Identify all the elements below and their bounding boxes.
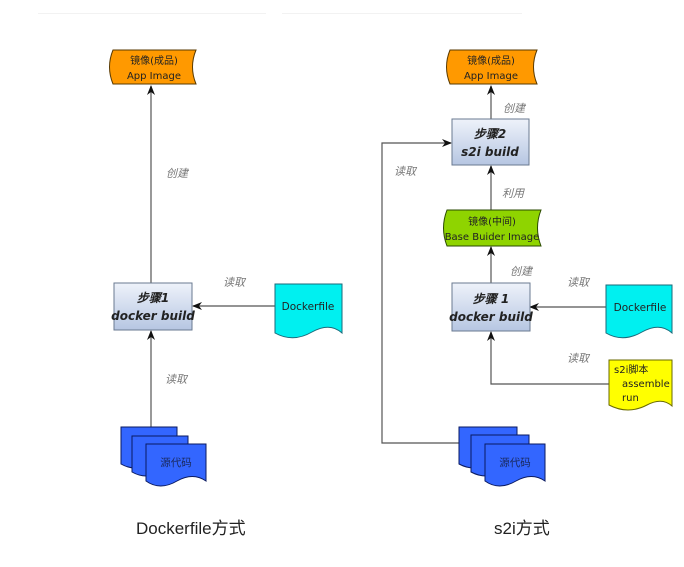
right-panel-border — [282, 13, 522, 14]
step2-node: 步骤2 s2i build — [451, 118, 530, 166]
app-image-label-en: App Image — [464, 71, 518, 82]
edge-label-read-source: 读取 — [165, 373, 189, 386]
step1-label-en: docker build — [449, 310, 533, 324]
s2i-script-label-run: run — [622, 393, 639, 404]
left-panel: 创建 读取 读取 镜像(成品) App Image 步骤1 docker bui… — [109, 49, 343, 487]
step1-label-cn: 步骤1 — [137, 291, 169, 305]
s2i-script-node: s2i脚本 assemble run — [608, 359, 673, 411]
edge-label-read-script: 读取 — [567, 352, 591, 365]
app-image-label-en: App Image — [127, 71, 181, 82]
step1-box — [113, 282, 193, 331]
edge-label-read-source: 读取 — [394, 165, 418, 178]
s2i-script-label-title: s2i脚本 — [614, 363, 648, 376]
source-code-label: 源代码 — [160, 456, 192, 469]
source-code-node: 源代码 — [458, 426, 546, 487]
edge-label-create-base: 创建 — [510, 265, 534, 278]
dockerfile-shape — [274, 283, 343, 339]
step2-label-en: s2i build — [461, 145, 519, 159]
step2-label-cn: 步骤2 — [474, 127, 506, 141]
edge-source-to-step2 — [381, 139, 459, 444]
base-image-shape — [443, 209, 542, 247]
app-image-shape — [109, 49, 197, 85]
source-code-label: 源代码 — [499, 456, 531, 469]
step1-node: 步骤 1 docker build — [449, 282, 533, 332]
edge-label-create: 创建 — [166, 167, 190, 180]
left-panel-border — [38, 13, 266, 14]
s2i-script-shape — [608, 359, 673, 411]
edge-label-use: 利用 — [502, 187, 525, 200]
app-image-label-cn: 镜像(成品) — [467, 54, 515, 67]
source-doc-front — [145, 443, 207, 487]
step1-node: 步骤1 docker build — [111, 282, 195, 331]
edge-label-create-app: 创建 — [503, 102, 527, 115]
dockerfile-shape — [605, 284, 673, 339]
left-caption: Dockerfile方式 — [136, 519, 246, 538]
edge-label-read-dockerfile: 读取 — [223, 276, 247, 289]
base-image-node: 镜像(中间) Base Buider Image — [443, 209, 542, 247]
app-image-node: 镜像(成品) App Image — [446, 49, 538, 85]
edge-label-read-dockerfile: 读取 — [567, 276, 591, 289]
step1-label-cn: 步骤 1 — [473, 292, 510, 306]
source-doc-front — [484, 443, 546, 487]
s2i-script-label-assemble: assemble — [622, 379, 670, 390]
dockerfile-label: Dockerfile — [282, 301, 335, 313]
step2-box — [451, 118, 530, 166]
step1-box — [451, 282, 531, 332]
step1-label-en: docker build — [111, 309, 195, 323]
dockerfile-node: Dockerfile — [274, 283, 343, 339]
app-image-node: 镜像(成品) App Image — [109, 49, 197, 85]
app-image-label-cn: 镜像(成品) — [130, 54, 178, 67]
right-panel: 创建 利用 创建 读取 读取 读取 镜像(成品) App Image 步骤2 s… — [381, 49, 673, 487]
dockerfile-label: Dockerfile — [614, 302, 667, 314]
base-image-label-en: Base Buider Image — [445, 232, 540, 243]
right-caption: s2i方式 — [494, 519, 550, 538]
base-image-label-cn: 镜像(中间) — [468, 215, 516, 228]
edge-s2i-script-to-step1 — [487, 331, 610, 385]
dockerfile-node: Dockerfile — [605, 284, 673, 339]
source-code-node: 源代码 — [120, 426, 207, 487]
app-image-shape — [446, 49, 538, 85]
